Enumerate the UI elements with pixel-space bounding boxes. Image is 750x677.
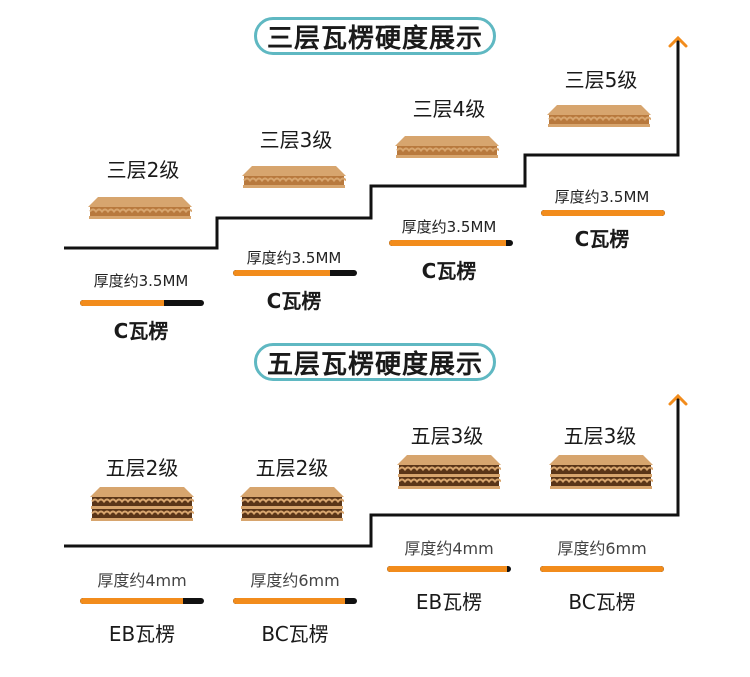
thickness-label: 厚度约3.5MM (93, 272, 189, 290)
grade-label: 三层5级 (564, 68, 638, 92)
hardness-bar (389, 240, 513, 246)
grade-label: 三层3级 (259, 128, 333, 152)
thickness-label: 厚度约4mm (404, 539, 494, 558)
corrugated-board-icon (549, 455, 654, 497)
flute-type: C瓦楞 (266, 289, 322, 313)
grade-label: 五层3级 (410, 424, 484, 448)
flute-type: C瓦楞 (421, 259, 477, 283)
corrugated-board-icon (547, 105, 652, 135)
grade-label: 五层3级 (563, 424, 637, 448)
grade-label: 五层2级 (255, 456, 329, 480)
corrugated-board-icon (397, 455, 502, 497)
grade-label: 三层4级 (412, 97, 486, 121)
arrow-up-icon (668, 393, 688, 406)
grade-label: 五层2级 (105, 456, 179, 480)
thickness-label: 厚度约6mm (557, 539, 647, 558)
hardness-bar-fill (233, 598, 345, 604)
hardness-bar (541, 210, 665, 216)
corrugated-board-icon (90, 487, 195, 529)
stair-line-five-layer (64, 398, 680, 548)
hardness-bar-fill (541, 210, 665, 216)
hardness-bar (233, 598, 357, 604)
hardness-bar (233, 270, 357, 276)
corrugated-board-icon (395, 136, 500, 166)
arrow-up-icon (668, 35, 688, 48)
thickness-label: 厚度约3.5MM (554, 188, 650, 206)
thickness-label: 厚度约3.5MM (401, 218, 497, 236)
hardness-bar (80, 598, 204, 604)
hardness-bar (387, 566, 511, 572)
thickness-label: 厚度约4mm (97, 571, 187, 590)
hardness-bar-fill (540, 566, 664, 572)
flute-type: C瓦楞 (113, 319, 169, 343)
flute-type: EB瓦楞 (108, 622, 176, 646)
hardness-bar-fill (233, 270, 330, 276)
hardness-bar (80, 300, 204, 306)
hardness-bar (540, 566, 664, 572)
section-title-three-layer: 三层瓦楞硬度展示 (254, 17, 496, 55)
flute-type: BC瓦楞 (568, 590, 636, 614)
stair-line-three-layer (64, 40, 680, 250)
hardness-bar-fill (80, 300, 165, 306)
hardness-bar-fill (387, 566, 508, 572)
section-title-five-layer: 五层瓦楞硬度展示 (254, 343, 496, 381)
corrugated-board-icon (240, 487, 345, 529)
hardness-bar-fill (80, 598, 183, 604)
flute-type: BC瓦楞 (261, 622, 329, 646)
thickness-label: 厚度约3.5MM (246, 249, 342, 267)
section-title-text: 五层瓦楞硬度展示 (266, 349, 483, 380)
section-title-text: 三层瓦楞硬度展示 (266, 23, 483, 54)
thickness-label: 厚度约6mm (250, 571, 340, 590)
hardness-bar-fill (389, 240, 506, 246)
corrugated-board-icon (242, 166, 347, 196)
corrugated-board-icon (88, 197, 193, 227)
flute-type: EB瓦楞 (415, 590, 483, 614)
grade-label: 三层2级 (106, 158, 180, 182)
flute-type: C瓦楞 (574, 227, 630, 251)
